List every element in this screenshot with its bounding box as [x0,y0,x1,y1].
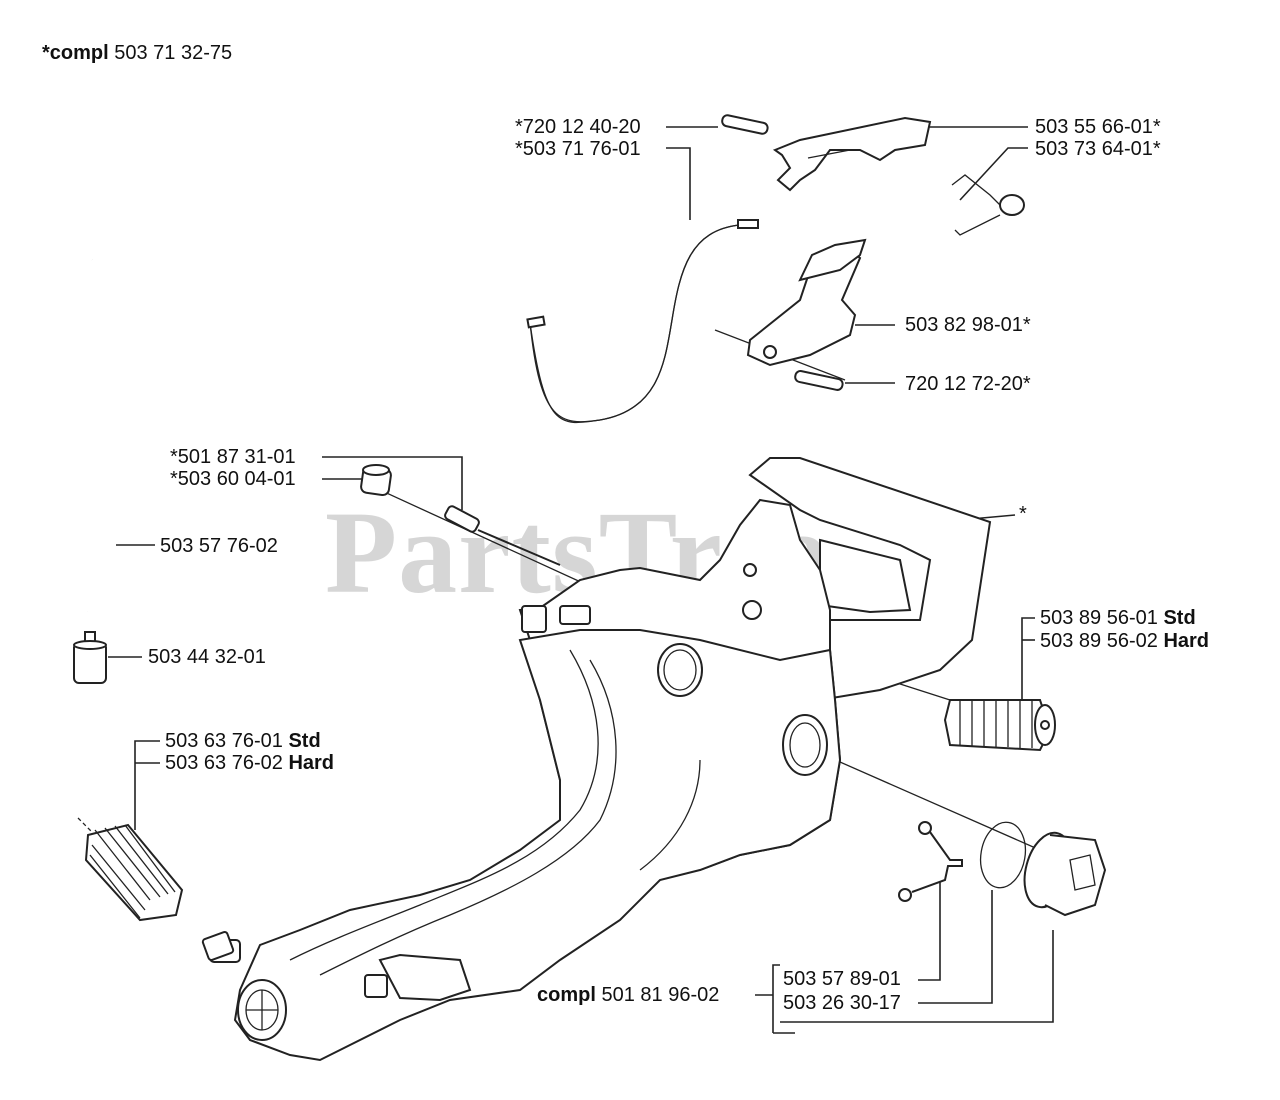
cable-icon [526,219,759,424]
part-label-fuel-hose: 503 57 76-02 [160,535,278,557]
part-label-cap-lever: 503 57 89-01 [783,968,901,990]
fuel-tank-body-icon [209,457,992,1062]
part-label-o-ring: 503 26 30-17 [783,992,901,1014]
oil-cap-icon [1023,831,1107,917]
part-label-pin-lockout: 720 12 72-20* [905,373,1031,395]
spring-icon [951,174,1025,236]
compensator-valve-icon [444,505,561,566]
part-label-throttle-trigger: 503 55 66-01* [1035,116,1161,138]
part-label-oil-cap-assembly: compl 501 81 96-02 [537,984,720,1006]
vibration-damper-right-icon [943,699,1056,752]
part-label-fuel-filter: 503 44 32-01 [148,646,266,668]
pin-icon [794,370,844,391]
cap-lever-icon [898,821,963,902]
throttle-trigger-icon [772,116,932,192]
part-label-throttle-cable: *503 71 76-01 [515,138,641,160]
throttle-lockout-icon [746,238,867,367]
part-label-spring: 503 73 64-01* [1035,138,1161,160]
part-label-pin-top: *720 12 40-20 [515,116,641,138]
part-label-tank-asterisk: * [1019,503,1027,525]
part-label-compensator-valve: *501 87 31-01 [170,446,296,468]
part-label-damper-left-std: 503 63 76-01 Std [165,730,321,752]
part-label-damper-right-std: 503 89 56-01 Std [1040,607,1196,629]
o-ring-icon [979,821,1027,889]
part-label-damper-right-hard: 503 89 56-02 Hard [1040,630,1210,652]
vibration-damper-left-icon [77,817,235,961]
assembly-title: *compl 503 71 32-75 [42,42,233,64]
compensator-cap-icon [360,464,392,497]
part-label-compensator-cap: *503 60 04-01 [170,468,296,490]
fuel-filter-icon [73,631,107,684]
part-label-damper-left-hard: 503 63 76-02 Hard [165,752,335,774]
pin-icon [721,114,769,135]
part-label-throttle-lockout: 503 82 98-01* [905,314,1031,336]
fuel-hose-icon [68,259,132,613]
